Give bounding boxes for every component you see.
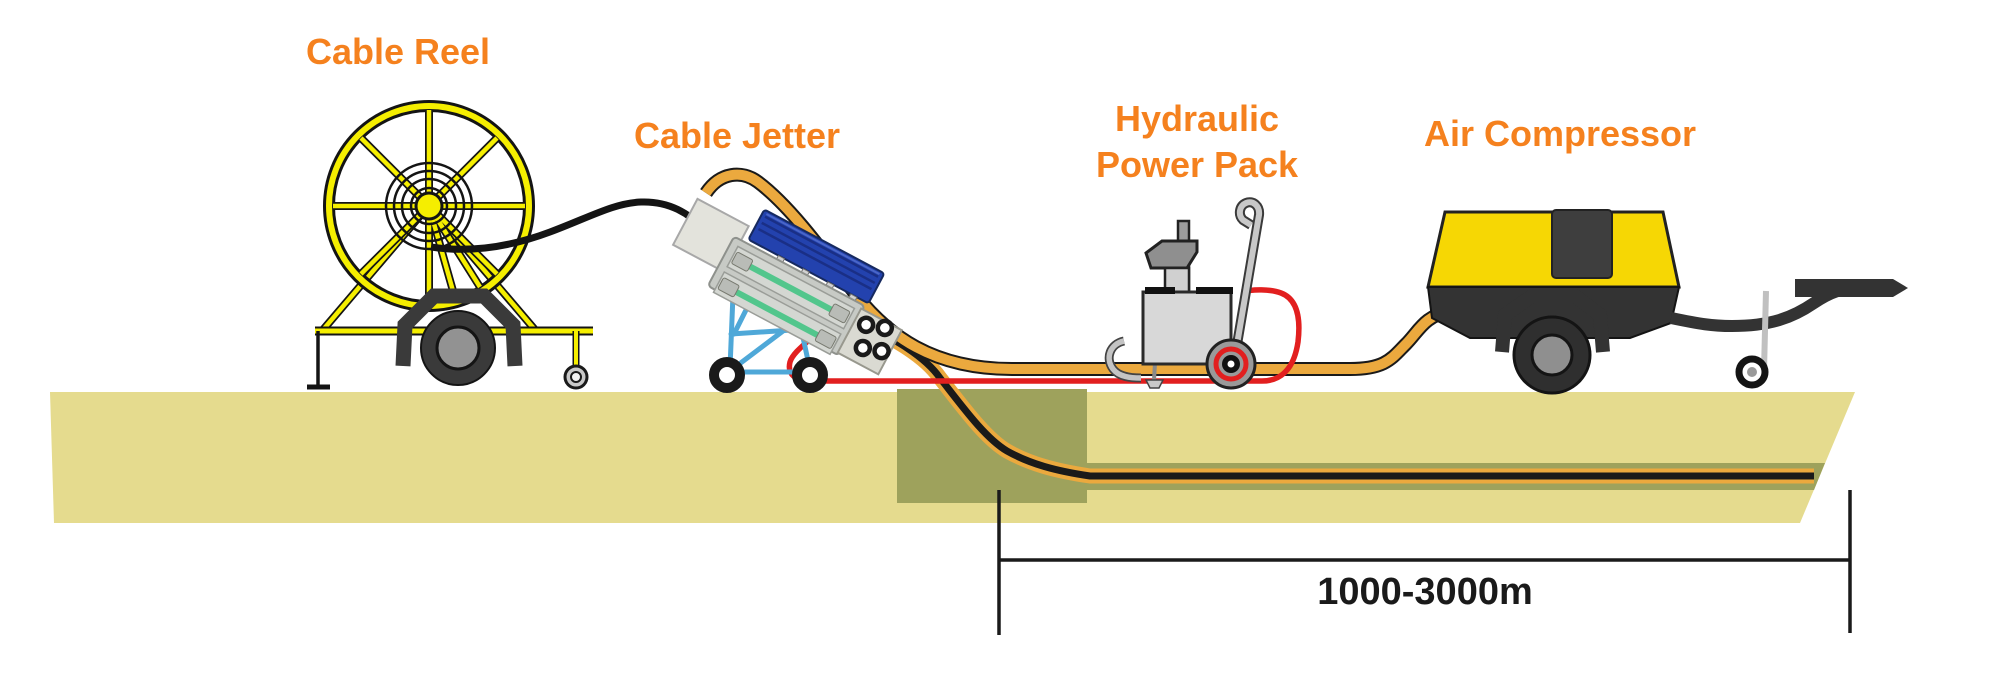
jetter-machine-body <box>671 197 904 376</box>
reel-hub <box>414 191 444 221</box>
power-pack-stand-foot <box>1144 379 1165 389</box>
power-pack-wheel-center <box>1227 360 1235 368</box>
compressor-hitch-bar <box>1795 279 1908 297</box>
jetter-green-belt-upper <box>739 259 842 317</box>
hydraulic-power-pack-label-line2: Power Pack <box>1096 144 1299 185</box>
compressor-fender <box>1495 289 1610 353</box>
reel-cable-coil <box>384 161 474 251</box>
cable-jetter-label: Cable Jetter <box>634 115 840 156</box>
ground-cross-section <box>50 389 1855 523</box>
jetter-belt-end-caps <box>717 251 851 349</box>
reel-road-hub <box>435 325 481 371</box>
jetter-wheel-left <box>709 357 745 393</box>
compressor-jockey-wheel <box>1735 355 1769 389</box>
hydraulic-hose-red <box>786 287 1302 384</box>
air-compressor-label: Air Compressor <box>1424 113 1696 154</box>
power-pack-wheel-red-ring <box>1213 346 1249 382</box>
reel-spokes <box>333 110 525 302</box>
jetter-blue-unit-ribs <box>757 215 879 291</box>
power-pack-engine-head <box>1144 239 1199 270</box>
jetter-guide-rollers <box>853 315 895 361</box>
power-pack-front-ski <box>1106 338 1142 381</box>
fibre-cable <box>430 198 709 253</box>
reel-caster-wheel-center <box>570 371 582 383</box>
hydraulic-power-pack <box>1104 197 1265 390</box>
jetter-green-belt-lower <box>726 284 828 343</box>
cable-reel <box>307 100 593 390</box>
jetter-wheel-right <box>792 357 828 393</box>
dimension-annotation <box>997 490 1852 635</box>
dimension-label: 1000-3000m <box>1317 571 1533 613</box>
compressor-jockey-hub <box>1747 367 1757 377</box>
hydraulic-power-pack-label-line1: Hydraulic <box>1115 98 1279 139</box>
cable-reel-label: Cable Reel <box>306 31 490 72</box>
power-pack-top-cap-right <box>1196 287 1233 294</box>
reel-wheel <box>323 100 535 312</box>
power-pack-stand-leg <box>1152 362 1157 381</box>
reel-wheel-fender <box>395 288 523 367</box>
power-pack-handle <box>1230 199 1263 369</box>
cable-jetter <box>671 197 904 393</box>
compressor-intake-panel <box>1551 209 1613 279</box>
compressor-jockey-post <box>1761 290 1769 371</box>
compressor-chassis <box>1426 286 1681 339</box>
air-compressor <box>1426 209 1908 395</box>
compressor-wheel-hub <box>1530 333 1574 377</box>
jetter-blue-unit-highlight <box>765 213 880 276</box>
power-pack-top-cap-left <box>1145 287 1175 294</box>
